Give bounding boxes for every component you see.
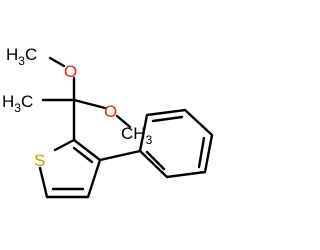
oxygen-upper-label: O — [64, 62, 77, 81]
bond-ring-c3-ring-c2 — [72, 138, 102, 162]
bonds — [38, 56, 214, 199]
phenyl-double-bond-3 — [145, 150, 166, 171]
bond-ring-c3-ring-c2-inner — [72, 146, 94, 164]
molecule-structure-diagram: H3C O H3C O CH3 S — [2, 45, 214, 199]
bond-quaternary-carbon-oxygen-lower — [72, 98, 107, 110]
phenyl-ring — [138, 108, 214, 179]
methyl-lower-label: CH3 — [121, 124, 153, 147]
bond-methyl-upper-oxygen-upper — [48, 56, 66, 68]
sulfur-label: S — [34, 151, 45, 170]
methyl-upper-label: H3C — [6, 45, 37, 68]
phenyl-double-bond-1 — [151, 115, 184, 123]
methyl-middle-label: H3C — [2, 92, 33, 115]
phenyl-double-bond-2 — [197, 136, 206, 169]
atom-labels: H3C O H3C O CH3 S — [2, 45, 153, 170]
bond-ring-c2-sulfur — [53, 138, 76, 152]
bond-sulfur-ring-c5 — [38, 166, 49, 199]
oxygen-lower-label: O — [104, 102, 117, 121]
bond-oxygen-lower-methyl-lower — [115, 114, 132, 129]
bond-ring-c4-ring-c3 — [86, 158, 102, 199]
bond-ring-c3-phenyl — [98, 149, 142, 162]
